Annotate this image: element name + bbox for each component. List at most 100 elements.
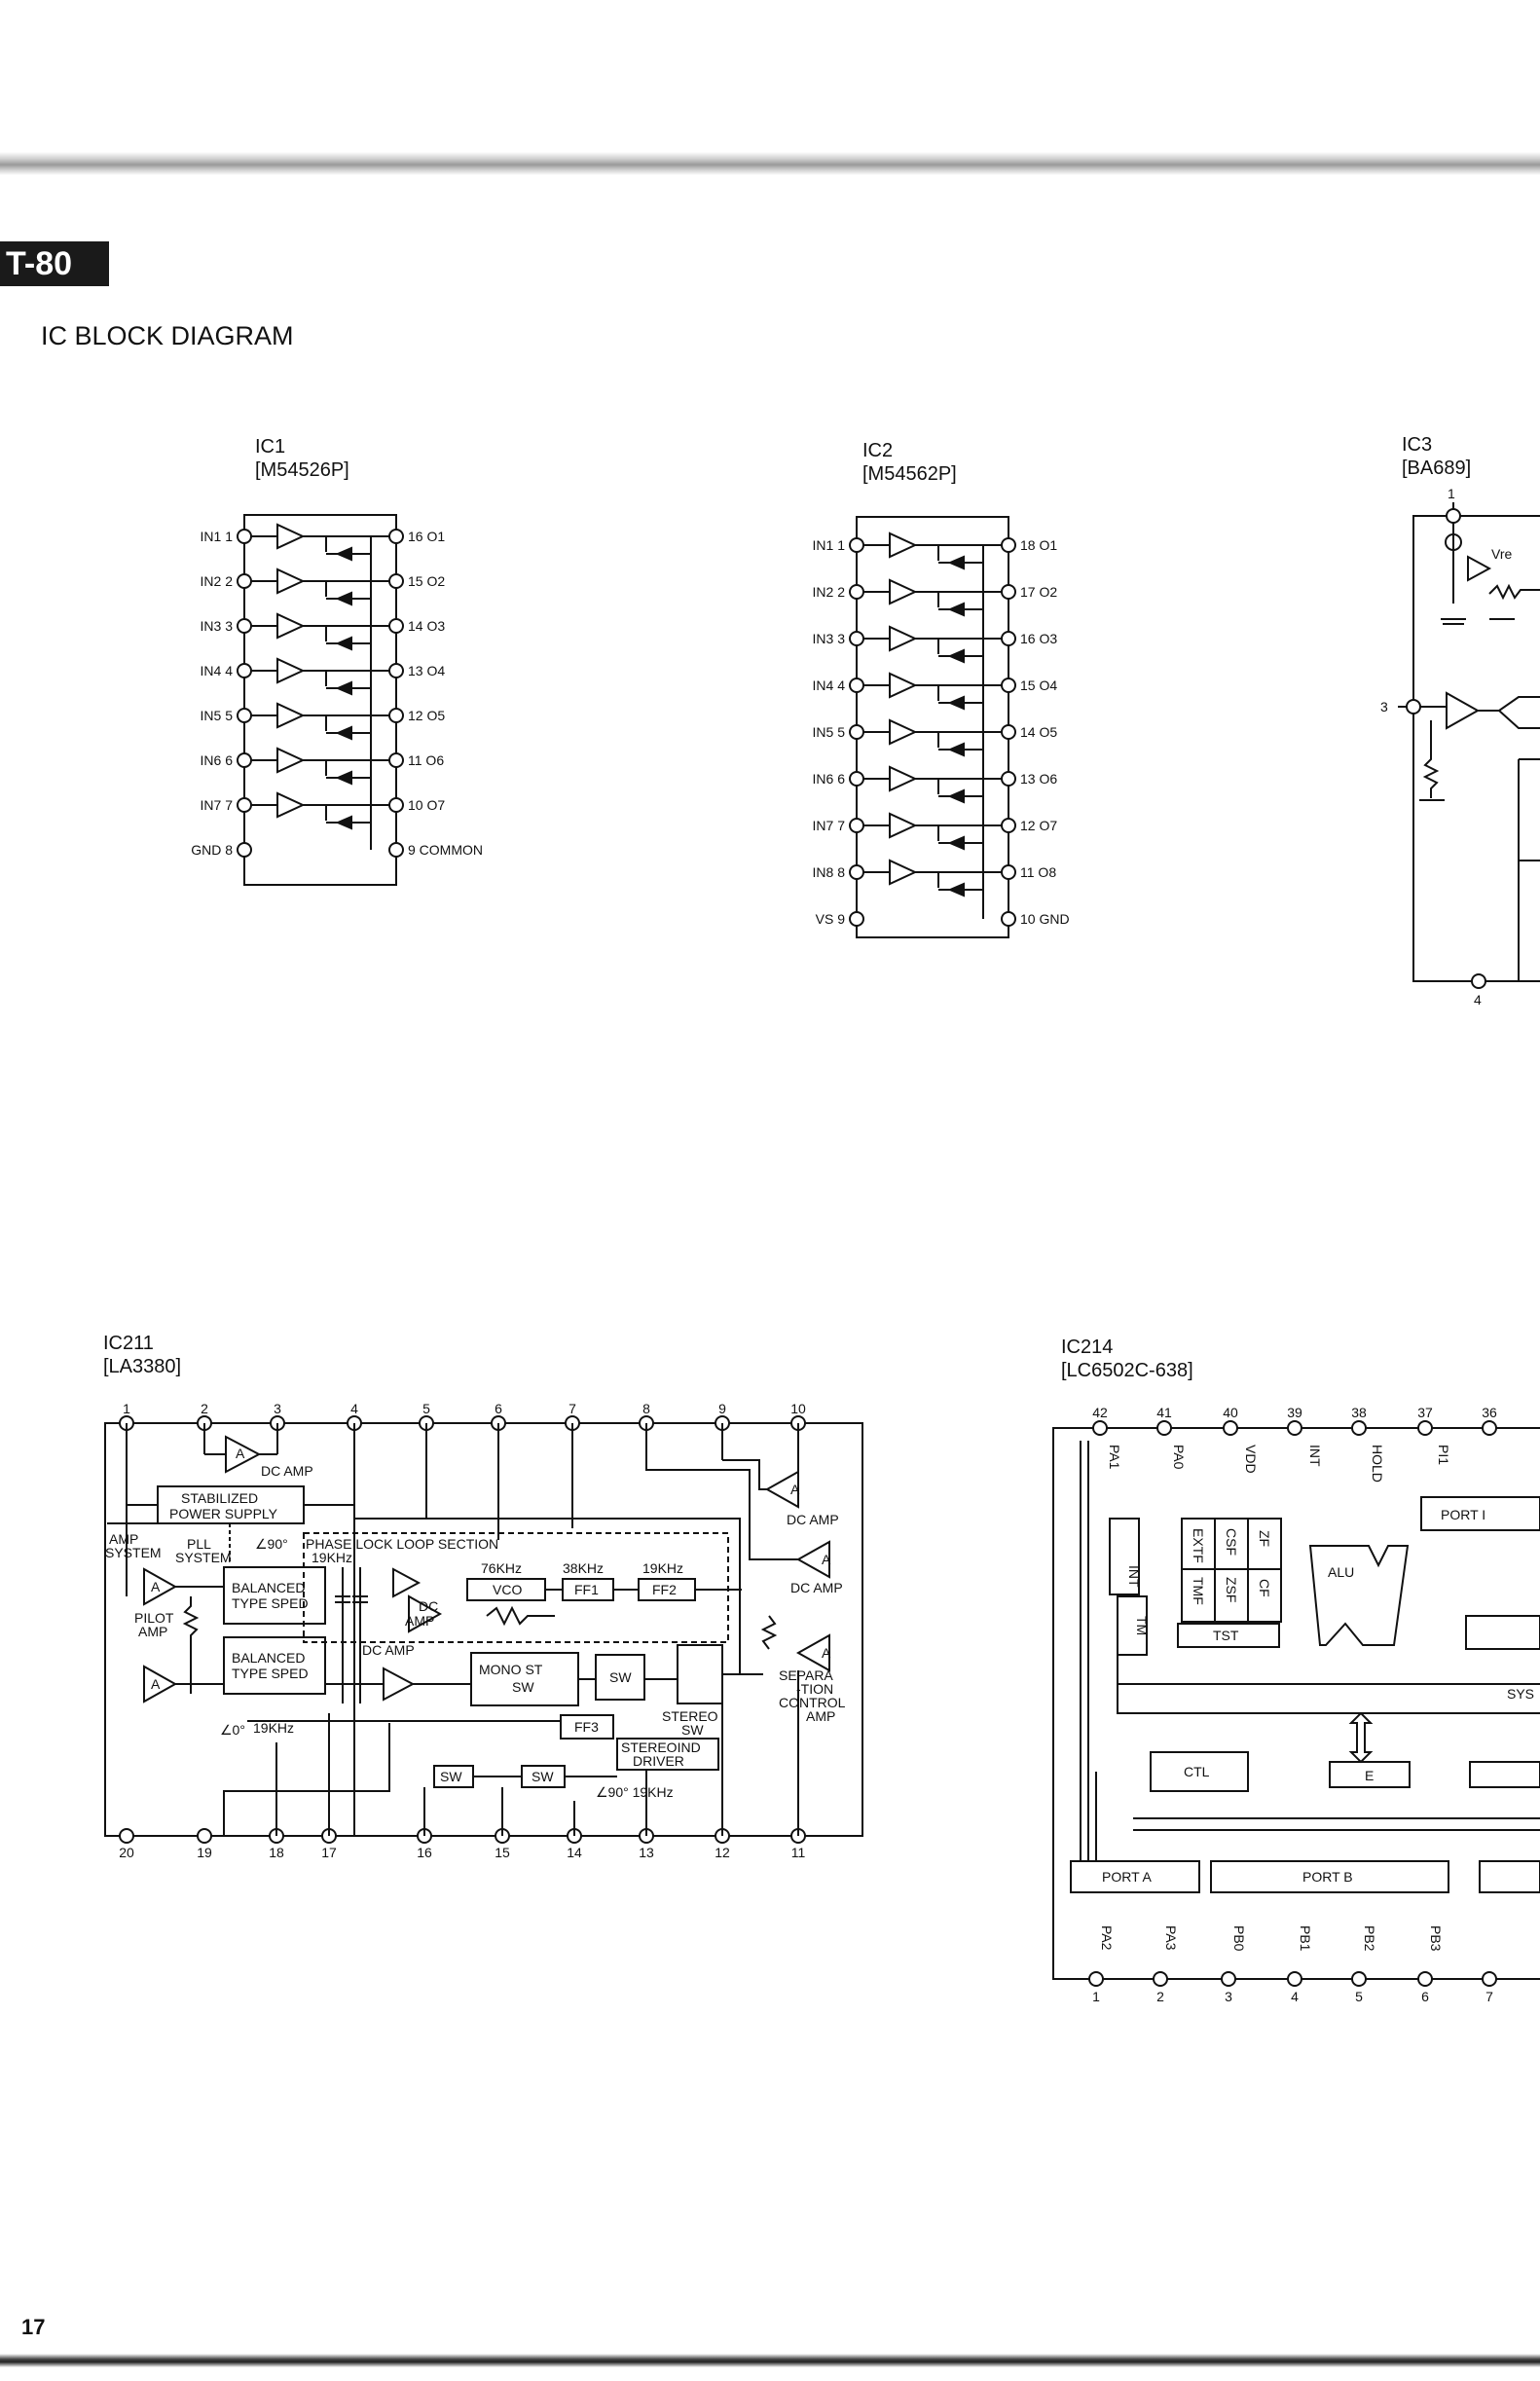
ic1-input-terminal [237,663,252,678]
ic214-bottom-pin-label: 4 [1291,1989,1299,2004]
ic3-body [1412,515,1540,982]
ic2-output-terminal [1001,911,1016,927]
model-badge: T-80 [0,241,109,286]
f19k-label-a: 19KHz [312,1550,352,1565]
ic211-bottom-pin-label: 16 [417,1845,432,1860]
f19k-label-b: 19KHz [642,1560,683,1576]
port-b-label: PORT B [1302,1869,1353,1885]
amp-system-label-1: AMP [109,1531,138,1547]
ic214-bottom-pin-label: 6 [1421,1989,1429,2004]
tm-block [1117,1595,1148,1656]
ic1-part: [M54526P] [255,459,349,481]
driver-output [915,778,939,794]
ic3-diagram: Vre 3 1 4 [1380,486,1540,1007]
dc-amp-r2-label: DC AMP [790,1580,843,1595]
ic2-pin-left-label: IN7 7 [813,818,846,833]
phase90b-label: ∠90° 19KHz [596,1784,674,1800]
ic1-output-terminal [388,618,404,634]
ctl-label: CTL [1184,1764,1210,1779]
ic2-output-terminal [1001,584,1016,600]
ic214-bottom-pin-label: 1 [1092,1989,1100,2004]
extf-label: EXTF [1191,1528,1206,1563]
ic211-label: IC211 [LA3380] [103,1332,181,1378]
ic214-bottom-signal-label: PB3 [1428,1925,1444,1952]
scan-bottom-band [0,2354,1540,2367]
ic214-top-pin-label: 41 [1156,1405,1172,1420]
buffer-icon [276,612,306,640]
ic214-top-pin-label: 37 [1417,1405,1433,1420]
ic211-body [104,1422,863,1837]
ic1-pin-left-label: IN5 5 [201,708,234,723]
ic3-name: IC3 [1402,434,1433,456]
input-amp-icon [143,1665,178,1703]
phase0-label: ∠0° [220,1722,245,1738]
driver-output [915,731,939,748]
driver-output [303,535,327,552]
driver-output [915,591,939,607]
f76k-label: 76KHz [481,1560,522,1576]
stereo-ind-2: DRIVER [633,1753,684,1769]
ic1-output-terminal [388,529,404,544]
driver-output [303,714,327,731]
driver-output [915,684,939,701]
buffer-icon [276,568,306,595]
ic1-pin-right-label: 11 O6 [408,752,444,768]
ic2-output-terminal [1001,678,1016,693]
ic1-input-terminal [237,752,252,768]
dc-amp-r1-label: DC AMP [787,1512,839,1527]
ic1-input-terminal [237,618,252,634]
vref-label: Vre [1491,546,1512,562]
dc-amp-3-icon [383,1667,416,1702]
stereo-sw-1: STEREO [662,1708,718,1724]
ic214-bottom-signal-label: PA3 [1163,1925,1179,1951]
ic2-pin-left-label: IN8 8 [813,864,846,880]
ic1-pin-right-label: 10 O7 [408,797,445,813]
dc-amp-2-icon [408,1594,443,1633]
sw-b-label: SW [440,1769,462,1784]
buffer-icon [276,523,306,550]
tmf-label: TMF [1191,1577,1206,1605]
ic1-pin-right-label: 15 O2 [408,573,445,589]
ic214-top-signal-label: INT [1307,1445,1323,1467]
tst-label: TST [1213,1628,1239,1643]
int-block [1109,1518,1140,1595]
dc-amp-r2-icon [795,1540,830,1579]
pll-amp-icon [392,1567,422,1598]
pll-section-label: PHASE LOCK LOOP SECTION [306,1536,498,1552]
ic214-top-terminal [1417,1420,1433,1436]
ic211-bottom-pin-label: 18 [269,1845,284,1860]
ic1-pin-right-label: 9 COMMON [408,842,483,858]
ic1-input-terminal [237,708,252,723]
port-b-block [1210,1860,1449,1893]
ic214-name: IC214 [1061,1337,1114,1358]
ic214-top-terminal [1223,1420,1238,1436]
ic2-output-terminal [1001,724,1016,740]
buffer-icon [889,672,918,699]
ff1-label: FF1 [574,1582,599,1597]
pll-section-box [303,1532,729,1643]
amp-a-label-2: A [151,1579,161,1594]
ic1-input-terminal [237,529,252,544]
bus-arrow-icon [1348,1711,1374,1764]
ic1-pin-left-label: GND 8 [191,842,233,858]
ic214-bottom-terminal [1482,1971,1497,1987]
ic2-input-terminal [849,771,864,787]
port-i-block [1420,1496,1540,1531]
balanced-1b: TYPE SPED [232,1595,309,1611]
dc-amp-2b: AMP [405,1613,434,1629]
amp-a-label-3: A [151,1676,161,1692]
driver-output [915,824,939,841]
tm-label: TM [1134,1616,1150,1635]
ic2-pin-right-label: 13 O6 [1020,771,1057,787]
ic3-part: [BA689] [1402,458,1472,479]
matrix-block [677,1644,723,1704]
phase90-label: ∠90° [255,1536,288,1552]
stereo-ind-1: STEREOIND [621,1740,701,1755]
ff2-label: FF2 [652,1582,677,1597]
ic211-top-pin-label: 1 [123,1401,130,1416]
ic214-bottom-signal-label: PA2 [1099,1925,1115,1951]
driver-output [915,871,939,888]
ic214-bottom-terminal [1153,1971,1168,1987]
